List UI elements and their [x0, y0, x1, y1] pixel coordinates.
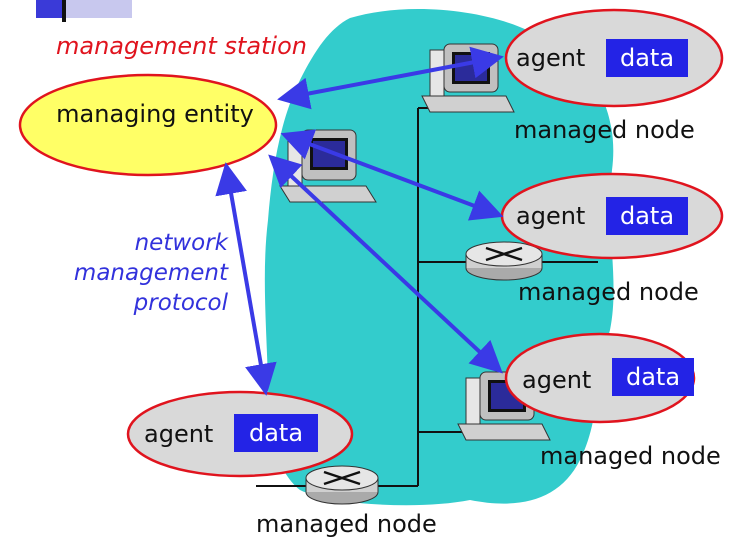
- data-box: data: [612, 358, 694, 396]
- arrow: [215, 162, 277, 396]
- management-station-label: management station: [56, 32, 307, 60]
- arrow: [277, 46, 504, 110]
- agent-label: agent: [144, 420, 214, 448]
- router-icon: [465, 241, 543, 281]
- arrow: [268, 154, 503, 374]
- managed-node-label: managed node: [256, 510, 437, 538]
- agent-label: agent: [516, 44, 586, 72]
- agent-label: agent: [522, 366, 592, 394]
- managed-node-label: managed node: [518, 278, 699, 306]
- agent-label: agent: [516, 202, 586, 230]
- data-box: data: [606, 197, 688, 235]
- data-box: data: [606, 39, 688, 77]
- managing-entity-ellipse: [18, 73, 278, 177]
- managing-entity-label: managing entity: [56, 100, 254, 128]
- managed-node-label: managed node: [514, 116, 695, 144]
- data-box: data: [234, 414, 318, 452]
- managed-node-label: managed node: [540, 442, 721, 470]
- agent-ellipse: [504, 332, 696, 424]
- router-icon: [305, 465, 379, 505]
- network-management-protocol-label: network management protocol: [73, 230, 228, 316]
- protocol-arrows: [215, 46, 504, 396]
- slide-corner-decoration: [36, 0, 132, 22]
